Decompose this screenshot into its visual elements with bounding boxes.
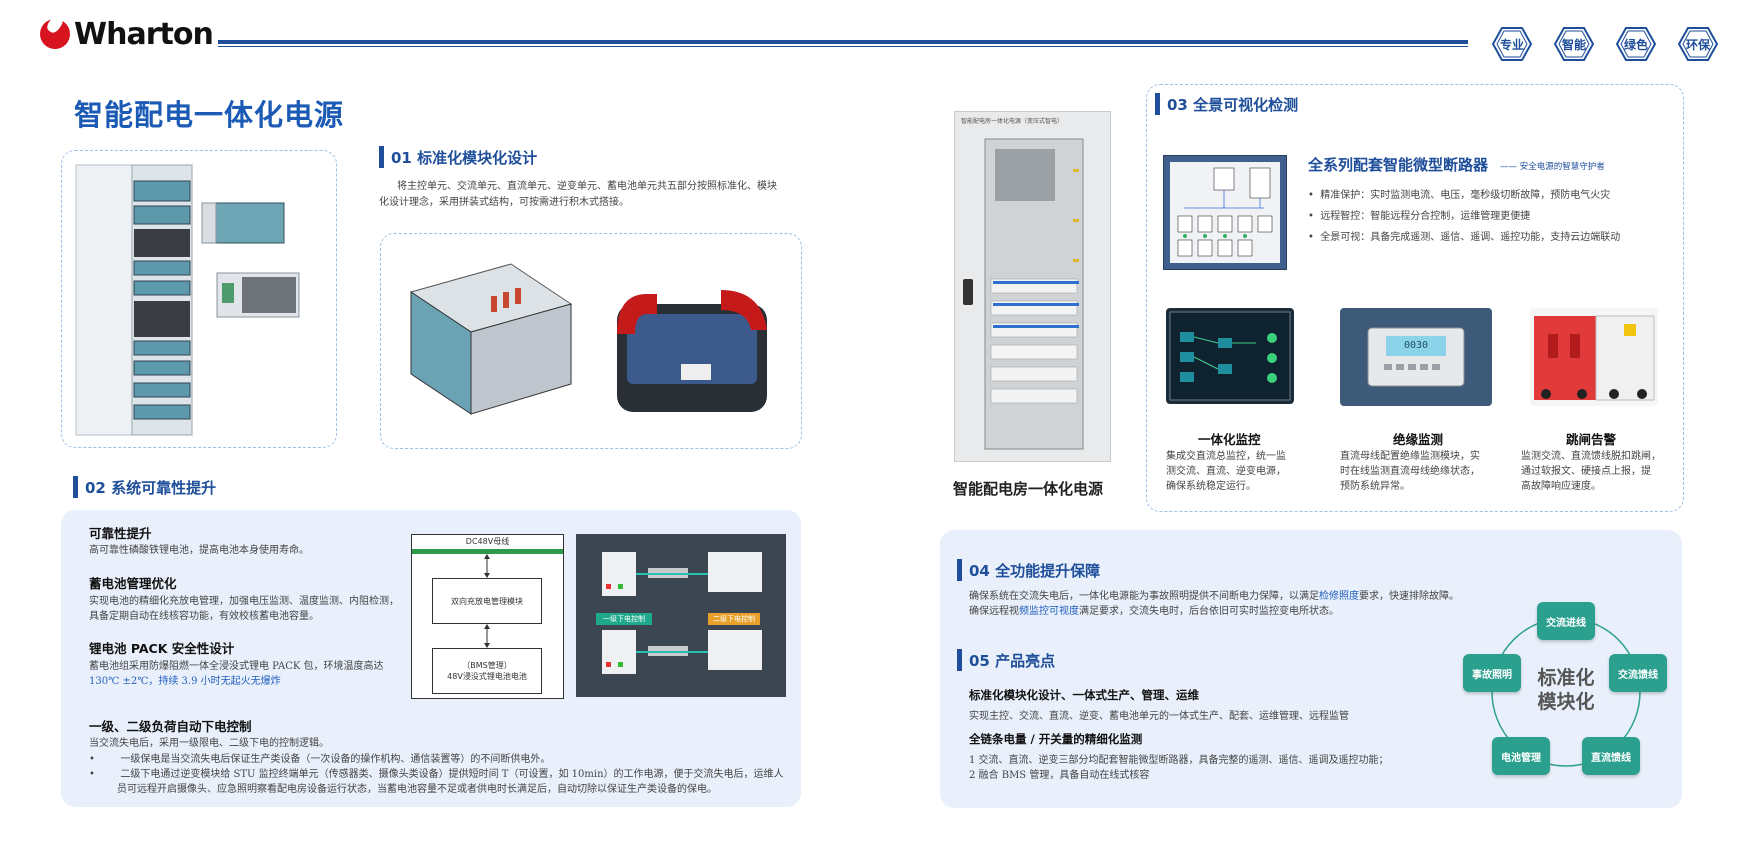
pack-safety-text-2: 130℃ ±2℃，持续 3.9 小时无起火无爆炸 xyxy=(89,676,281,687)
ring-node-ac-input: 交流进线 xyxy=(1537,602,1595,640)
breaker-bullet-2: • 远程智控：智能远程分合控制，运维管理更便捷 xyxy=(1308,211,1531,222)
feature-3-line-2: 通过软报文、硬接点上报，提 xyxy=(1521,466,1651,477)
arrow-icon xyxy=(484,624,490,648)
module-image-box xyxy=(61,150,337,448)
ring-center-label: 标准化 模块化 xyxy=(1537,667,1595,713)
brand-logo: Wharton xyxy=(40,16,214,52)
feature-1-line-1: 集成交直流总监控，统一监 xyxy=(1166,451,1286,462)
module-ring-diagram: 标准化 模块化 交流进线 交流馈线 直流馈线 电池管理 事故照明 xyxy=(1460,600,1670,780)
breaker-bullet-1: • 精准保护：实时监测电流、电压，毫秒级切断故障，预防电气火灾 xyxy=(1308,190,1611,201)
bus-bar xyxy=(412,549,563,554)
section-02-title: 02 系统可靠性提升 xyxy=(73,476,216,498)
section-01-desc-2: 化设计理念，采用拼装式结构，可按需进行积木式搭接。 xyxy=(379,197,629,208)
section-04-line-2: 确保远程视频监控可视度满足要求，交流失电时，后台依旧可实时监控变电所状态。 xyxy=(969,606,1339,617)
load-control-text: 当交流失电后，采用一级限电、二级下电的控制逻辑。 xyxy=(89,738,329,749)
trip-breaker-image xyxy=(1530,308,1658,406)
pack-safety-title: 锂电池 PACK 安全性设计 xyxy=(89,641,235,656)
level1-label: 一级下电控制 xyxy=(603,615,645,623)
tag-badge: 环保 xyxy=(1678,26,1718,62)
bullet-1: • 一级保电是当交流失电后保证生产类设备（一次设备的操作机构、通信装置等）的不间… xyxy=(89,754,551,765)
bus-label: DC48V母线 xyxy=(465,537,510,546)
monitoring-screen-image xyxy=(1166,308,1294,404)
ring-node-ac-feeder: 交流馈线 xyxy=(1609,654,1667,692)
breaker-tagline: —— 安全电源的智慧守护者 xyxy=(1500,162,1605,172)
hexagon-icon xyxy=(1616,27,1656,61)
highlight-2-title: 全链条电量 / 开关量的精细化监测 xyxy=(969,732,1143,746)
cabinet-illustration xyxy=(963,138,1084,450)
monitoring-screen-illustration xyxy=(1169,311,1291,401)
feature-1-title: 一体化监控 xyxy=(1198,432,1261,447)
section-01-desc: 将主控单元、交流单元、直流单元、逆变单元、蓄电池单元共五部分按照标准化、模块 xyxy=(397,181,777,192)
hexagon-icon xyxy=(1554,27,1594,61)
unit-illustrations xyxy=(409,263,767,415)
feature-2-line-3: 预防系统异常。 xyxy=(1340,481,1410,492)
reliability-title: 可靠性提升 xyxy=(89,526,152,541)
control-devices-illustration xyxy=(596,552,762,674)
section-01-title: 01 标准化模块化设计 xyxy=(379,146,537,168)
highlight-2-text-2: 2 融合 BMS 管理，具备自动在线式核容 xyxy=(969,770,1150,781)
feature-3-line-1: 监测交流、直流馈线脱扣跳闸， xyxy=(1521,451,1661,462)
meter-reading: 0030 xyxy=(1403,340,1429,351)
ring-node-battery-mgmt: 电池管理 xyxy=(1492,737,1550,775)
modular-cabinet-illustration xyxy=(75,164,300,436)
feature-2-line-2: 时在线监测直流母线绝缘状态， xyxy=(1340,466,1480,477)
battery-block-diagram: DC48V母线 双向充放电管理模块 （BMS管理） 48V浸没式锂电池电池 xyxy=(411,534,564,699)
breaker-headline: 全系列配套智能微型断路器 xyxy=(1308,156,1489,174)
header-rule-thin xyxy=(218,46,1468,47)
arrow-icon xyxy=(484,554,490,578)
page-title: 智能配电一体化电源 xyxy=(74,98,345,132)
load-control-photo: 一级下电控制 二级下电控制 xyxy=(576,534,786,697)
battery-mgmt-text-2: 具备定期自动在线核容功能，有效校核蓄电池容量。 xyxy=(89,611,319,622)
highlight-1-text: 实现主控、交流、直流、逆变、蓄电池单元的一体式生产、配套、运维管理、远程监管 xyxy=(969,711,1349,722)
tag-badge: 专业 xyxy=(1492,26,1532,62)
section-04-title: 04 全功能提升保障 xyxy=(957,559,1100,581)
section-05-title: 05 产品亮点 xyxy=(957,649,1055,671)
pack-safety-text-1: 蓄电池组采用防爆阻燃一体全浸没式锂电 PACK 包，环境温度高达 xyxy=(89,661,384,672)
unit-images-box xyxy=(380,233,802,449)
breaker-diagram-image xyxy=(1163,155,1287,270)
highlight-2-text-1: 1 交流、直流、逆变三部分均配套智能微型断路器，具备完整的遥测、遥信、遥调及遥控… xyxy=(969,755,1389,766)
logo-mark-icon xyxy=(40,19,70,49)
bullet-2-cont: 员可远程开启摄像头、应急照明察看配电房设备运行状态，当蓄电池容量不足或者供电时长… xyxy=(117,784,717,795)
cabinet-photo: 智能配电房一体化电源（变压式智电） xyxy=(954,111,1111,462)
bullet-2: • 二级下电通过逆变模块给 STU 监控终端单元（传感器类、摄像头类设备）提供短… xyxy=(89,769,784,780)
feature-2-line-1: 直流母线配置绝缘监测模块，实 xyxy=(1340,451,1480,462)
section-04-line-1: 确保系统在交流失电后，一体化电源能为事故照明提供不间断电力保障，以满足检修照度要… xyxy=(969,591,1459,602)
insulation-meter-image: 0030 xyxy=(1340,308,1492,406)
cabinet-header-text: 智能配电房一体化电源（变压式智电） xyxy=(961,118,1064,125)
feature-1-line-2: 测交流、直流、逆变电源， xyxy=(1166,466,1286,477)
reliability-text: 高可靠性磷酸铁锂电池，提高电池本身使用寿命。 xyxy=(89,545,309,556)
feature-3-title: 跳闸告警 xyxy=(1566,432,1617,447)
breaker-bullet-3: • 全景可视：具备完成遥测、遥信、遥调、遥控功能，支持云边端联动 xyxy=(1308,232,1621,243)
ring-node-dc-feeder: 直流馈线 xyxy=(1582,737,1640,775)
ring-node-emergency-light: 事故照明 xyxy=(1463,654,1521,692)
brand-name: Wharton xyxy=(74,16,214,52)
trip-breaker-illustration xyxy=(1534,315,1655,401)
feature-1-line-3: 确保系统稳定运行。 xyxy=(1166,481,1256,492)
cabinet-caption: 智能配电房一体化电源 xyxy=(953,480,1104,498)
level2-label: 二级下电控制 xyxy=(713,615,755,623)
battery-mgmt-title: 蓄电池管理优化 xyxy=(89,576,177,591)
hexagon-icon xyxy=(1492,27,1532,61)
insulation-meter-illustration xyxy=(1367,327,1465,387)
charge-module-box: 双向充放电管理模块 xyxy=(432,578,542,624)
hexagon-icon xyxy=(1678,27,1718,61)
tag-badge: 智能 xyxy=(1554,26,1594,62)
highlight-1-title: 标准化模块化设计、一体式生产、管理、运维 xyxy=(969,688,1199,702)
bms-box: （BMS管理） 48V浸没式锂电池电池 xyxy=(432,648,542,694)
section-03-title: 03 全景可视化检测 xyxy=(1155,93,1298,115)
battery-mgmt-text-1: 实现电池的精细化充放电管理，加强电压监测、温度监测、内阻检测， xyxy=(89,596,399,607)
load-control-title: 一级、二级负荷自动下电控制 xyxy=(89,719,252,734)
breaker-network-illustration xyxy=(1170,162,1280,263)
feature-2-title: 绝缘监测 xyxy=(1393,432,1444,447)
feature-3-line-3: 高故障响应速度。 xyxy=(1521,481,1601,492)
header-rule xyxy=(218,40,1468,44)
tag-badge: 绿色 xyxy=(1616,26,1656,62)
